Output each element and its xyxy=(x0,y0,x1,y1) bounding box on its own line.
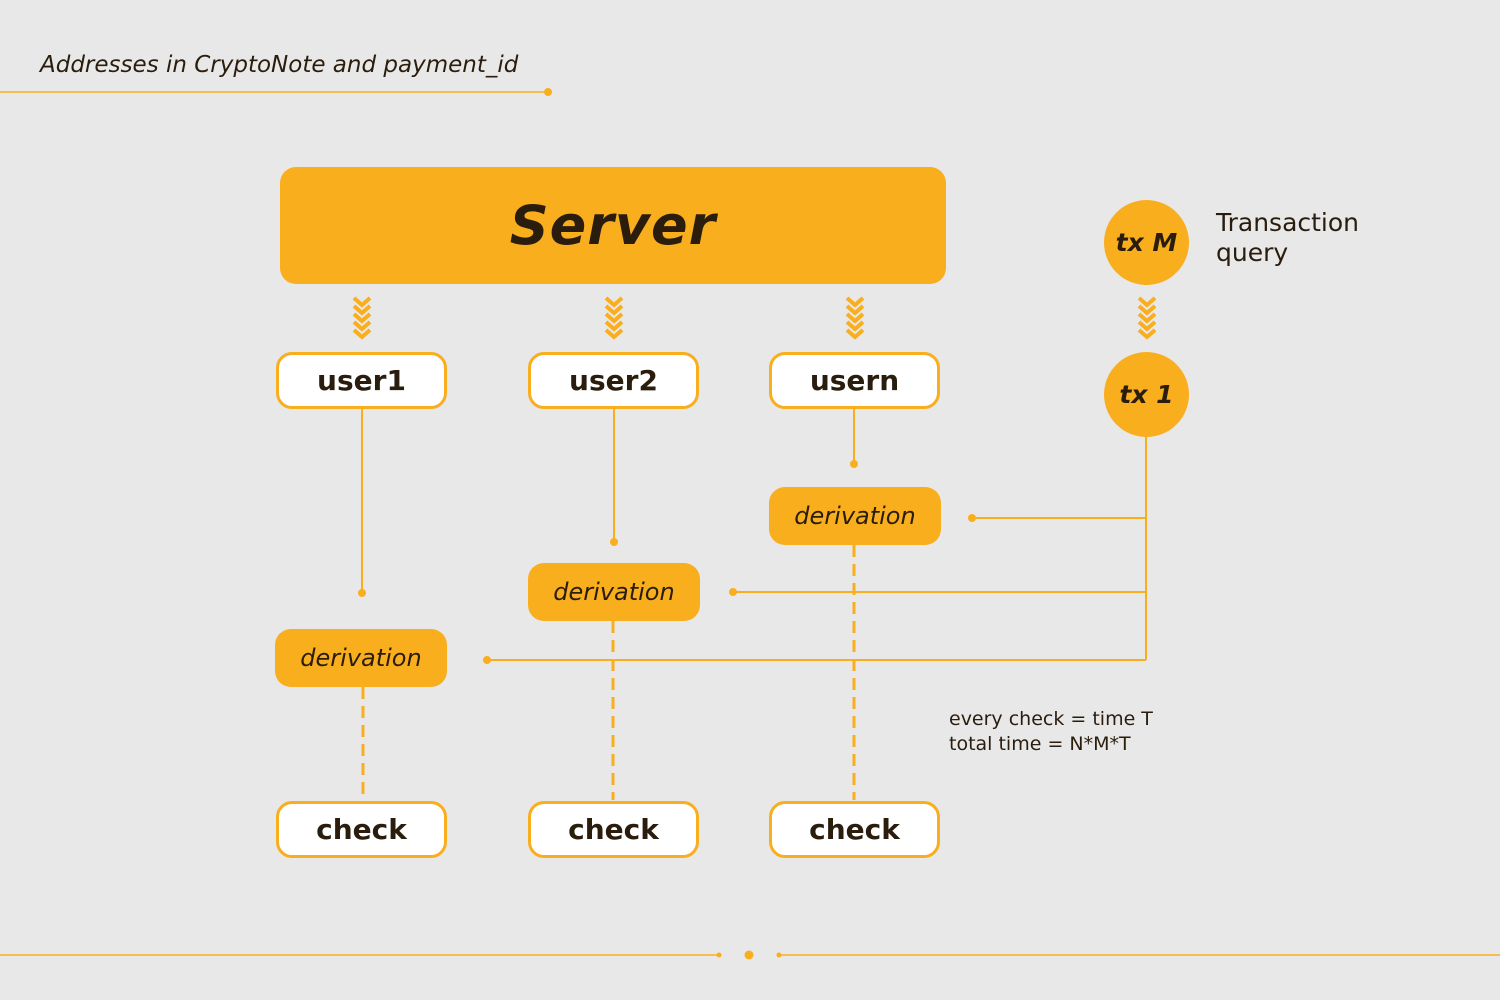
transaction-query-label: Transaction query xyxy=(1216,208,1359,268)
arrow-down-icon-usern xyxy=(845,296,865,339)
derivation-box-user1: derivation xyxy=(275,629,447,687)
arrow-down-icon-user2 xyxy=(604,296,624,339)
user-box-usern: usern xyxy=(769,352,940,409)
check-box-user2: check xyxy=(528,801,699,858)
derivation-box-usern: derivation xyxy=(769,487,941,545)
arrow-down-icon-user1 xyxy=(352,296,372,339)
timing-note-line2: total time = N*M*T xyxy=(949,733,1131,755)
arrow-down-icon-tx xyxy=(1137,296,1157,339)
check-box-usern: check xyxy=(769,801,940,858)
transaction-query-line2: query xyxy=(1216,238,1289,267)
derivation-box-user2: derivation xyxy=(528,563,700,621)
footer-dot xyxy=(744,950,754,960)
user-box-user2: user2 xyxy=(528,352,699,409)
tx-1-circle: tx 1 xyxy=(1104,352,1189,437)
timing-note-line1: every check = time T xyxy=(949,708,1153,730)
timing-note: every check = time T total time = N*M*T xyxy=(949,707,1153,757)
page-title: Addresses in CryptoNote and payment_id xyxy=(40,52,519,78)
server-label: Server xyxy=(509,194,717,257)
transaction-query-line1: Transaction xyxy=(1216,208,1360,237)
tx-m-circle: tx M xyxy=(1104,200,1189,285)
header-underline-dot xyxy=(544,88,552,96)
user-box-user1: user1 xyxy=(276,352,447,409)
server-box: Server xyxy=(280,167,946,284)
check-box-user1: check xyxy=(276,801,447,858)
